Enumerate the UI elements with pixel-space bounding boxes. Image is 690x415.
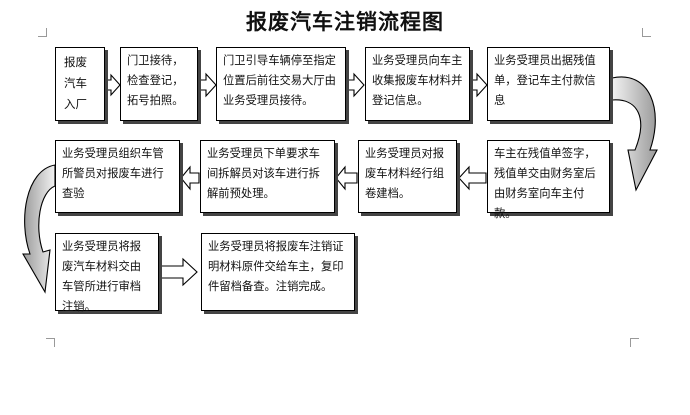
step-2-box: 门卫接待，检查登记，拓号拍照。 — [120, 47, 198, 121]
step-4-box: 业务受理员向车主收集报废车材料并登记信息。 — [365, 47, 470, 121]
arrow-6-7 — [458, 165, 487, 191]
arrow-10-11 — [160, 257, 198, 287]
arrow-1-2 — [105, 73, 121, 97]
step-11-box: 业务受理员将报废车注销证明材料原件交给车主，复印件留档备查。注销完成。 — [201, 233, 355, 311]
page-corner-mark-tr — [642, 28, 651, 37]
arrow-3-4 — [347, 72, 365, 98]
page-corner-mark-tl — [38, 28, 47, 37]
curve-arrow-5-6 — [611, 76, 658, 192]
step-9-box: 业务受理员组织车管所警员对报废车进行查验 — [55, 140, 180, 213]
page-corner-mark-br — [630, 338, 639, 347]
arrow-4-5 — [471, 72, 488, 98]
step-1-box: 报废汽车入厂 — [55, 47, 105, 121]
arrow-2-3 — [199, 72, 217, 98]
page-corner-mark-bl — [46, 338, 55, 347]
curve-arrow-9-10 — [22, 164, 56, 294]
step-8-box: 业务受理员下单要求车间拆解员对该车进行拆解前预处理。 — [200, 140, 335, 213]
step-10-box: 业务受理员将报废汽车材料交由车管所进行审档注销。 — [55, 233, 159, 313]
arrow-8-9 — [180, 165, 200, 191]
step-5-box: 业务受理员出据残值单，登记车主付款信息 — [487, 47, 610, 121]
arrow-7-8 — [335, 165, 358, 191]
step-6-box: 车主在残值单签字，残值单交由财务室后由财务室向车主付款。 — [487, 140, 610, 220]
step-3-box: 门卫引导车辆停至指定位置后前往交易大厅由业务受理员接待。 — [216, 47, 346, 121]
page-title: 报废汽车注销流程图 — [246, 9, 444, 34]
step-7-box: 业务受理员对报废车材料经行组卷建档。 — [358, 140, 457, 213]
